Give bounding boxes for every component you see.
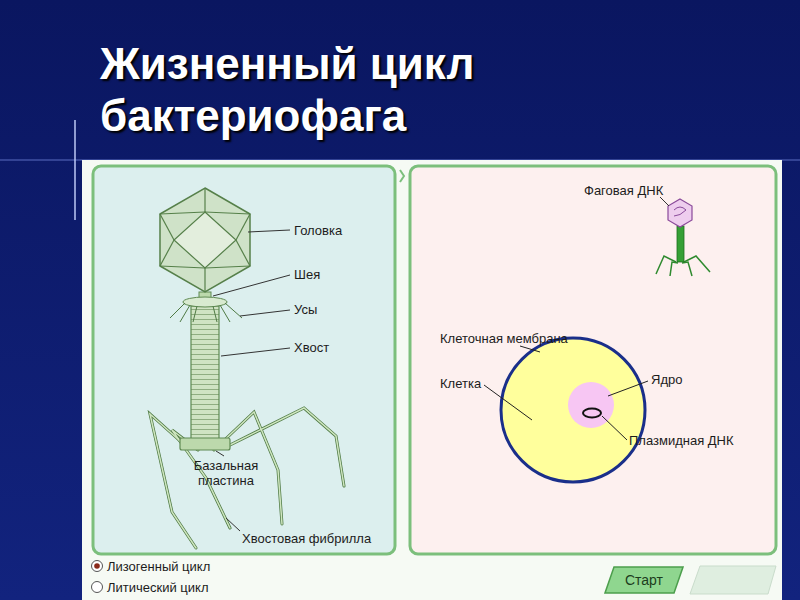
panel-joint bbox=[400, 170, 404, 182]
part-label: Хвостовая фибрилла bbox=[242, 531, 371, 546]
part-label: Усы bbox=[294, 302, 317, 317]
part-label: Фаговая ДНК bbox=[584, 183, 663, 198]
small-phage bbox=[656, 199, 710, 276]
part-label: Ядро bbox=[651, 372, 682, 387]
left-panel bbox=[93, 166, 395, 554]
part-label: Головка bbox=[294, 223, 342, 238]
disabled-button bbox=[690, 566, 776, 594]
slide-title: Жизненный цикл бактериофага bbox=[100, 38, 570, 142]
part-label: Клетка bbox=[440, 376, 481, 391]
part-label: Клеточная мембрана bbox=[440, 331, 568, 346]
part-label: Хвост bbox=[294, 340, 329, 355]
phage-figure bbox=[150, 188, 344, 548]
leader-lines bbox=[484, 346, 648, 440]
part-label: Базальная пластина bbox=[166, 458, 286, 488]
bacterial-cell bbox=[501, 338, 645, 482]
button-text: Старт bbox=[604, 566, 684, 594]
radio-buttons bbox=[92, 561, 103, 593]
leader-line bbox=[660, 197, 669, 206]
radio-label: Лизогенный цикл bbox=[107, 559, 210, 574]
part-label: Шея bbox=[294, 267, 320, 282]
start-button: Старт bbox=[604, 566, 684, 594]
sparkle bbox=[74, 120, 76, 220]
radio-label: Литический цикл bbox=[107, 580, 208, 595]
part-label: Плазмидная ДНК bbox=[629, 433, 734, 448]
app-frame bbox=[82, 160, 782, 600]
right-panel bbox=[410, 166, 776, 554]
